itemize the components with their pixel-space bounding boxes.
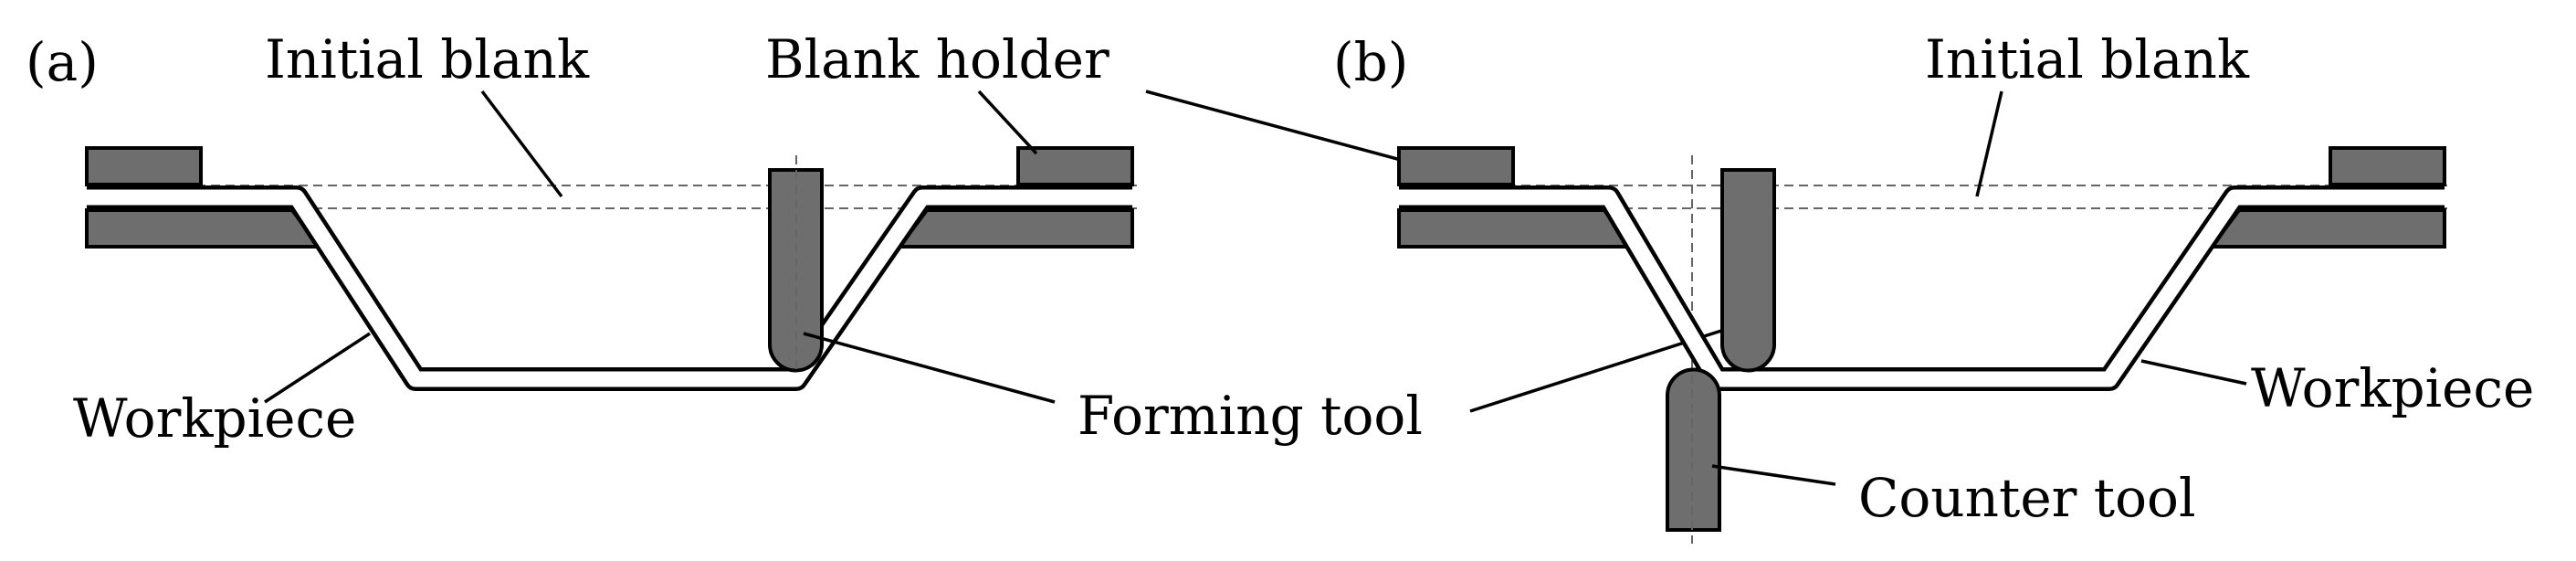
workpiece-label-b: Workpiece: [2251, 357, 2534, 419]
die-right-b: [2208, 208, 2446, 249]
die-right-a: [896, 208, 1134, 249]
forming-tool-b: [1720, 168, 1776, 373]
blank-holder-label: Blank holder: [765, 28, 1109, 90]
workpiece-label-a: Workpiece: [73, 387, 356, 450]
leader-initial-blank-a: [480, 90, 563, 198]
initial-blank-label-b: Initial blank: [1925, 28, 2250, 90]
leader-initial-blank-b: [1975, 90, 2003, 197]
workpiece-sheet-a-inner: [87, 189, 1132, 387]
forming-tool-label: Forming tool: [1078, 385, 1423, 447]
leader-workpiece-b: [2140, 359, 2247, 386]
leader-blank-holder-b: [1145, 90, 1412, 164]
panel-a-tag: (a): [26, 31, 99, 93]
panel-b: (b) Initial blank Workpiece Counter tool: [1333, 28, 2534, 544]
blank-holder-left-b: [1397, 146, 1515, 186]
die-left-a: [85, 208, 323, 249]
panel-a: (a) Initial blank Blank holder Workpiece…: [26, 28, 1423, 450]
workpiece-sheet-b-inner: [1399, 189, 2445, 387]
forming-tool-a: [768, 168, 824, 373]
leader-counter-tool-b: [1711, 464, 1836, 486]
die-left-b: [1397, 208, 1635, 249]
counter-tool-b: [1666, 367, 1721, 532]
counter-tool-label: Counter tool: [1858, 467, 2196, 529]
leader-blank-holder-a: [977, 90, 1038, 155]
blank-holder-right-b: [2329, 146, 2446, 186]
leader-workpiece-a: [264, 332, 371, 404]
blank-holder-right-a: [1016, 146, 1134, 186]
panel-b-tag: (b): [1333, 31, 1408, 93]
leader-forming-tool-b: [1469, 329, 1722, 413]
blank-holder-left-a: [85, 146, 203, 186]
initial-blank-label-a: Initial blank: [265, 28, 590, 90]
leader-forming-tool-a: [803, 332, 1056, 404]
